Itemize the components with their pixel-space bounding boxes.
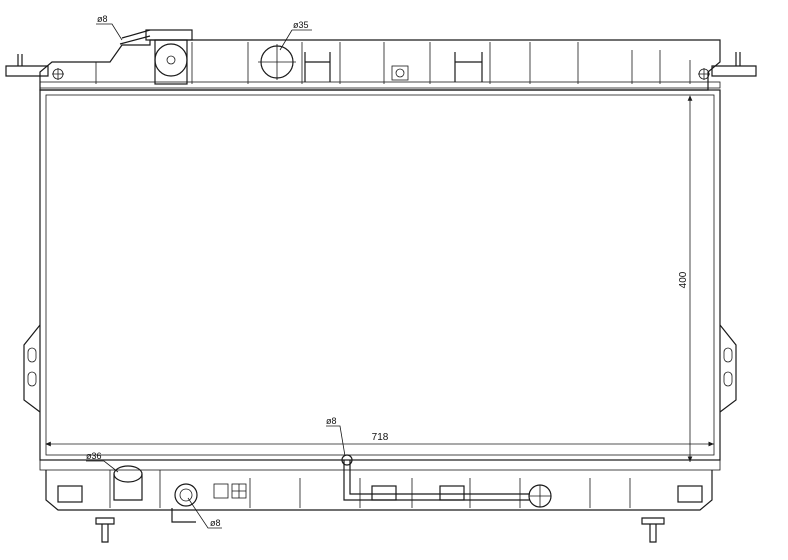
- width-dimension: 718: [45, 432, 714, 447]
- bottom-leg-left: [95, 517, 115, 543]
- callout-top-hose-neck-text: ø35: [293, 20, 309, 30]
- bottom-clip-mid-1: [371, 485, 397, 501]
- bottom-leg-right: [641, 517, 665, 543]
- callout-bottom-hose-neck-text: ø36: [86, 451, 102, 461]
- callout-bottom-hose-neck: ø36: [86, 451, 119, 473]
- top-mounting-tab-left: [5, 54, 64, 80]
- callout-drain-fitting-text: ø8: [210, 518, 221, 528]
- callout-filler-neck-pipe: ø8: [96, 14, 123, 41]
- bottom-tank: [39, 459, 721, 511]
- height-dimension-label: 400: [678, 271, 689, 288]
- bottom-hose-neck: [113, 465, 143, 501]
- bottom-clip-left: [57, 485, 83, 503]
- callout-lower-pipe: ø8: [326, 416, 346, 457]
- callout-drain-fitting: ø8: [187, 497, 222, 529]
- top-center-mount: [391, 65, 409, 81]
- radiator-core: [39, 89, 721, 461]
- side-bracket-right: [719, 324, 737, 413]
- callout-top-hose-neck: ø35: [279, 20, 312, 51]
- bottom-clip-mid-2: [439, 485, 465, 501]
- oil-cooler-pipe: [341, 454, 552, 508]
- height-dimension: 400: [678, 95, 693, 462]
- bottom-clip-right: [677, 485, 703, 503]
- side-bracket-left: [23, 324, 41, 413]
- callout-lower-pipe-text: ø8: [326, 416, 337, 426]
- top-tank: [39, 39, 721, 91]
- filler-neck: [119, 29, 193, 85]
- drain-fitting: [171, 483, 247, 523]
- h-bracket-right: [454, 52, 483, 82]
- top-hose-neck: [258, 44, 296, 80]
- h-bracket-left: [304, 52, 331, 82]
- top-mounting-tab-right: [698, 52, 757, 80]
- width-dimension-label: 718: [372, 432, 389, 443]
- callout-filler-neck-pipe-text: ø8: [97, 14, 108, 24]
